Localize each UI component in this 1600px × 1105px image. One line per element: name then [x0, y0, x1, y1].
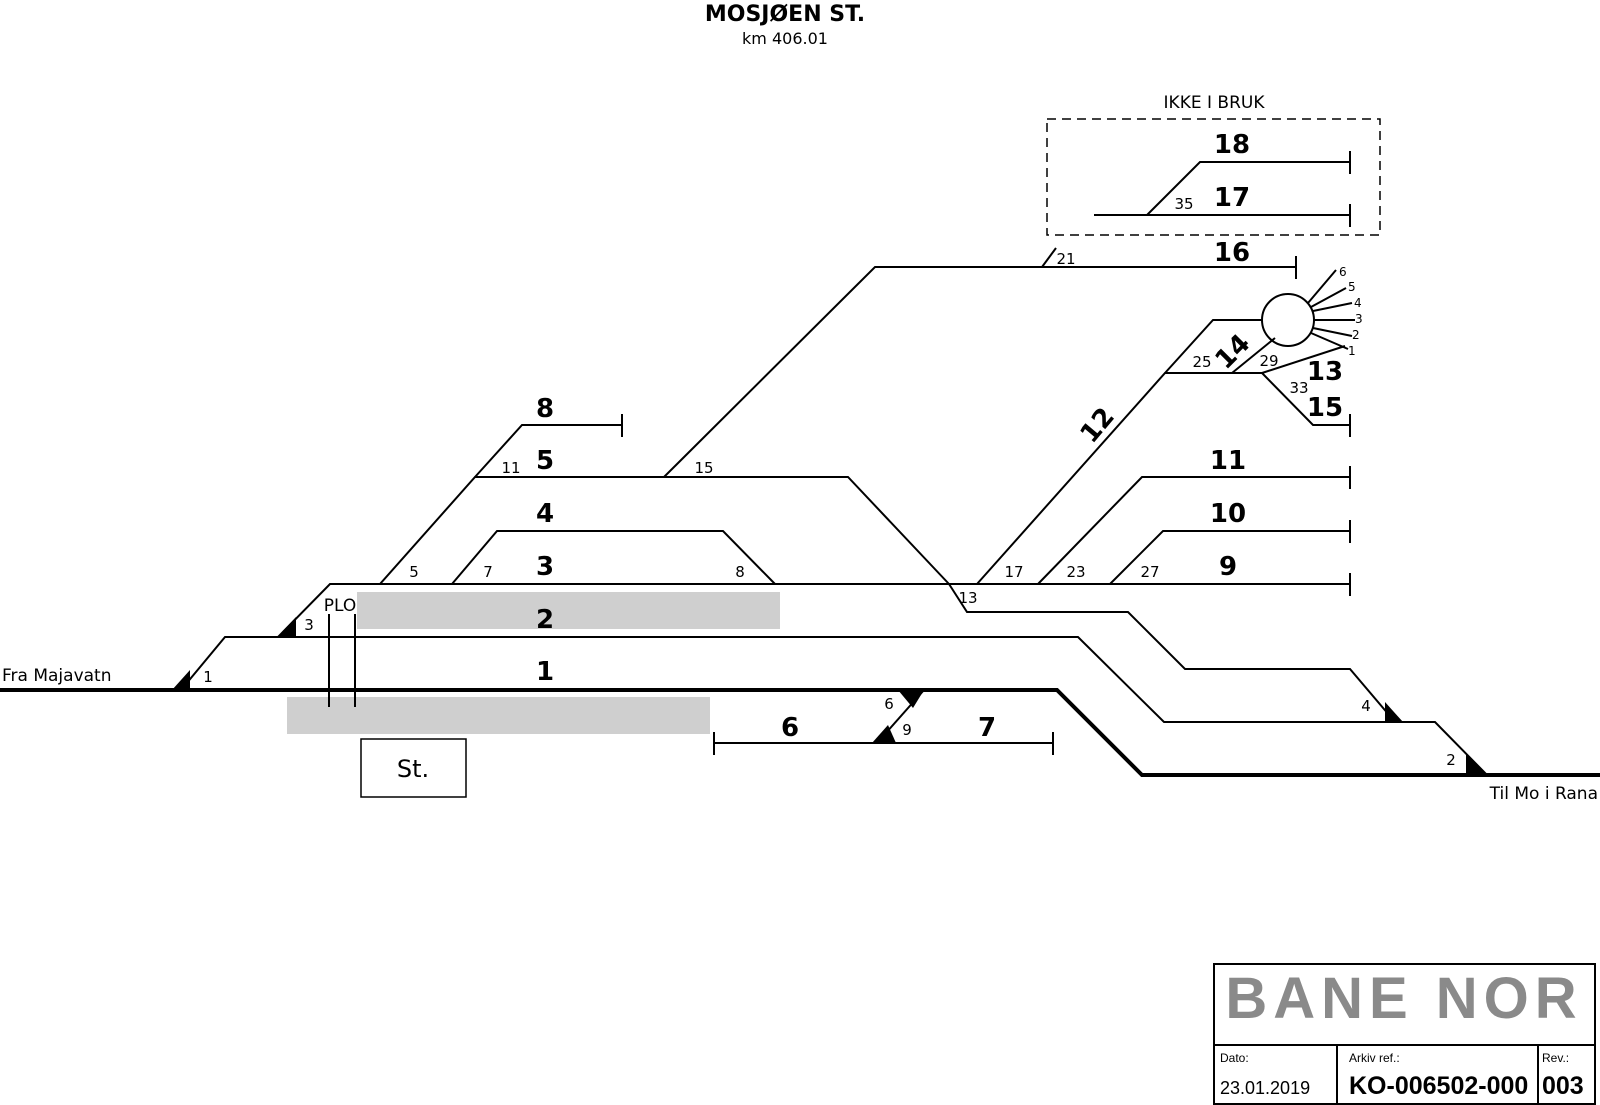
point-marker-6 — [898, 690, 924, 708]
date-label: Dato: — [1220, 1051, 1249, 1065]
bane-nor-logo: BANE NOR — [1225, 966, 1582, 1031]
point-marker-9 — [872, 725, 896, 743]
stall-label-6: 6 — [1339, 265, 1347, 279]
track-label-17: 17 — [1214, 183, 1250, 213]
turntable-lead — [1231, 337, 1276, 374]
rev-label: Rev.: — [1542, 1051, 1569, 1065]
switch-label-23: 23 — [1066, 563, 1085, 581]
point-marker-2 — [1466, 754, 1487, 775]
archive-value: KO-006502-000 — [1349, 1072, 1528, 1100]
track-5 — [379, 476, 950, 585]
stall-6 — [1307, 269, 1337, 304]
track-16 — [663, 266, 1296, 478]
track-label-5: 5 — [536, 446, 554, 476]
switch-label-25: 25 — [1192, 353, 1211, 371]
track-label-7: 7 — [978, 713, 996, 743]
track-13 — [1261, 345, 1346, 374]
switch-label-13: 13 — [958, 589, 977, 607]
track-label-18: 18 — [1214, 130, 1250, 160]
from-label: Fra Majavatn — [2, 666, 112, 686]
switch-label-33: 33 — [1289, 379, 1308, 397]
switch-label-5: 5 — [409, 563, 419, 581]
stall-5 — [1310, 287, 1347, 308]
switch-label-27: 27 — [1140, 563, 1159, 581]
stall-label-2: 2 — [1352, 328, 1360, 342]
point-marker-4 — [1385, 702, 1403, 722]
disused-label: IKKE I BRUK — [1164, 93, 1266, 113]
track-18 — [1146, 161, 1350, 216]
switch-label-29: 29 — [1259, 352, 1278, 370]
track-label-8: 8 — [536, 394, 554, 424]
track-14 — [1164, 319, 1262, 374]
track-label-11: 11 — [1210, 446, 1246, 476]
plo-label: PLO — [324, 596, 357, 616]
track-label-3: 3 — [536, 552, 554, 582]
track-label-13: 13 — [1307, 357, 1343, 387]
to-label: Til Mo i Rana — [1489, 784, 1598, 804]
track-11 — [1037, 476, 1350, 585]
track-8 — [474, 424, 622, 478]
stall-1 — [1310, 332, 1349, 350]
track-label-15: 15 — [1307, 393, 1343, 423]
point-marker-1 — [172, 670, 190, 690]
station-title: MOSJØEN ST. — [705, 2, 865, 27]
switch-label-1: 1 — [203, 668, 213, 686]
switch-label-7: 7 — [483, 563, 493, 581]
platform-upper — [357, 592, 780, 629]
archive-label: Arkiv ref.: — [1349, 1051, 1400, 1065]
rev-value: 003 — [1542, 1072, 1584, 1100]
stall-2 — [1312, 327, 1353, 337]
track-label-6: 6 — [781, 713, 799, 743]
stall-label-4: 4 — [1354, 296, 1362, 310]
switch-label-2: 2 — [1446, 751, 1456, 769]
track-2 — [180, 636, 1488, 776]
station-km: km 406.01 — [742, 29, 828, 48]
platform-lower — [287, 697, 710, 734]
track-4 — [451, 530, 776, 585]
switch-label-8: 8 — [735, 563, 745, 581]
switch-label-17: 17 — [1004, 563, 1023, 581]
track-label-4: 4 — [536, 499, 554, 529]
track-label-1: 1 — [536, 657, 554, 687]
track-3-east-connection — [948, 583, 1396, 723]
track-label-14: 14 — [1210, 329, 1257, 376]
switch-label-35: 35 — [1174, 195, 1193, 213]
switch-label-11: 11 — [501, 459, 520, 477]
switch-label-21: 21 — [1056, 250, 1075, 268]
track-label-12: 12 — [1075, 402, 1121, 449]
stall-label-5: 5 — [1348, 280, 1356, 294]
switch-label-9: 9 — [902, 721, 912, 739]
track-label-16: 16 — [1214, 238, 1250, 268]
track-10 — [1109, 530, 1350, 585]
stall-label-1: 1 — [1348, 344, 1356, 358]
switch-label-15: 15 — [694, 459, 713, 477]
track-16-spur — [1041, 247, 1057, 268]
track-label-10: 10 — [1210, 499, 1246, 529]
stall-4 — [1312, 302, 1353, 312]
turntable — [1261, 293, 1315, 347]
title-block: BANE NOR Dato: 23.01.2019 Arkiv ref.: KO… — [1213, 963, 1596, 1105]
main-line — [0, 688, 1600, 777]
stall-label-3: 3 — [1355, 312, 1363, 326]
track-label-9: 9 — [1219, 552, 1237, 582]
point-marker-3 — [277, 617, 296, 637]
disused-box — [1046, 118, 1381, 236]
track-15 — [1261, 372, 1350, 426]
station-building-label: St. — [397, 755, 429, 783]
switch-label-4: 4 — [1361, 697, 1371, 715]
station-building — [360, 738, 467, 798]
date-value: 23.01.2019 — [1220, 1078, 1310, 1098]
title-block-frame — [1213, 963, 1596, 1105]
track-label-2: 2 — [536, 605, 554, 635]
switch-label-6: 6 — [884, 695, 894, 713]
switch-label-3: 3 — [304, 616, 314, 634]
